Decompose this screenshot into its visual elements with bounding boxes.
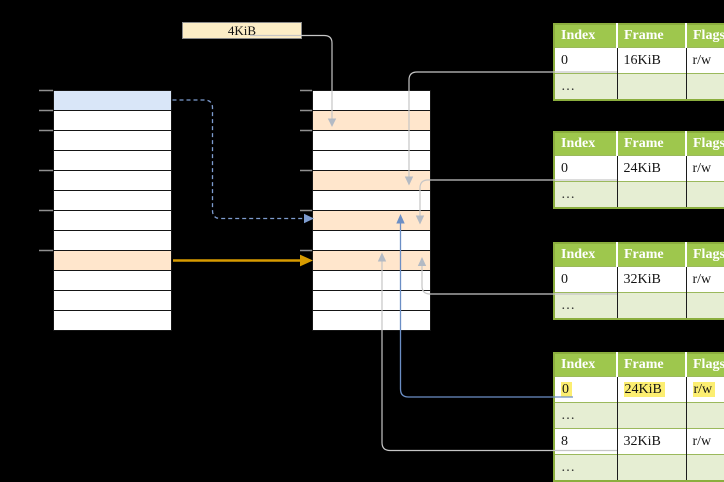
table-cell: r/w xyxy=(686,155,724,182)
table-row: … xyxy=(554,73,724,100)
memory-row-blue xyxy=(54,91,171,111)
column-header: Index xyxy=(554,353,618,377)
table-cell: r/w xyxy=(686,266,724,293)
table-row: 0 24KiB r/w xyxy=(554,376,724,403)
table-cell: 24KiB xyxy=(617,155,687,182)
column-header: Index xyxy=(554,243,618,267)
table-row: … xyxy=(554,181,724,208)
highlighted-value: r/w xyxy=(692,381,716,397)
table-cell: 32KiB xyxy=(617,428,687,455)
table-cell xyxy=(617,454,687,481)
memory-row-white xyxy=(54,151,171,171)
column-header: Frame xyxy=(617,132,687,156)
memory-row-orange xyxy=(313,171,430,191)
table-row: … xyxy=(554,454,724,481)
arrow-virtual-page-dashed xyxy=(172,99,314,224)
column-header: Index xyxy=(554,132,618,156)
memory-row-white xyxy=(313,311,430,330)
memory-row-white xyxy=(313,271,430,291)
table-cell xyxy=(617,73,687,100)
memory-row-white xyxy=(313,191,430,211)
table-cell: … xyxy=(554,181,618,208)
table-cell: 32KiB xyxy=(617,266,687,293)
table-cell xyxy=(617,181,687,208)
memory-row-white xyxy=(313,91,430,111)
table-row: … xyxy=(554,402,724,429)
virtual-memory-column xyxy=(53,90,172,331)
table-cell: … xyxy=(554,454,618,481)
physical-memory-column xyxy=(312,90,431,331)
memory-row-white xyxy=(313,131,430,151)
table-cell: … xyxy=(554,402,618,429)
page-size-label: 4KiB xyxy=(182,22,302,39)
table-cell: r/w xyxy=(686,428,724,455)
memory-row-white xyxy=(54,231,171,251)
table-cell xyxy=(686,454,724,481)
memory-row-white xyxy=(54,271,171,291)
table-cell: 0 xyxy=(554,376,618,403)
column-header: Frame xyxy=(617,243,687,267)
column-header: Frame xyxy=(617,24,687,48)
memory-row-white xyxy=(54,111,171,131)
column-header: Flags xyxy=(686,24,724,48)
column-header: Flags xyxy=(686,132,724,156)
memory-row-white xyxy=(54,311,171,330)
highlighted-value: 0 xyxy=(561,381,572,397)
memory-row-white xyxy=(54,131,171,151)
table-cell xyxy=(617,402,687,429)
table-row: … xyxy=(554,292,724,319)
memory-row-orange xyxy=(313,111,430,131)
table-cell: 0 xyxy=(554,155,618,182)
memory-row-white xyxy=(54,291,171,311)
table-cell xyxy=(686,181,724,208)
table-cell: 0 xyxy=(554,47,618,74)
table-cell: 16KiB xyxy=(617,47,687,74)
memory-row-orange xyxy=(54,251,171,271)
memory-row-white xyxy=(54,191,171,211)
arrow-virtual-page-orange xyxy=(173,254,313,267)
table-cell: 8 xyxy=(554,428,618,455)
memory-row-orange xyxy=(313,251,430,271)
memory-row-orange xyxy=(313,211,430,231)
memory-row-white xyxy=(54,211,171,231)
column-header: Flags xyxy=(686,353,724,377)
table-cell xyxy=(617,292,687,319)
table-cell: 0 xyxy=(554,266,618,293)
table-cell xyxy=(686,73,724,100)
table-cell: … xyxy=(554,73,618,100)
highlighted-value: 24KiB xyxy=(623,381,665,397)
table-cell xyxy=(686,292,724,319)
table-cell: … xyxy=(554,292,618,319)
table-cell: r/w xyxy=(686,376,724,403)
memory-row-white xyxy=(54,171,171,191)
table-cell: 24KiB xyxy=(617,376,687,403)
table-cell xyxy=(686,402,724,429)
table-cell: r/w xyxy=(686,47,724,74)
column-header: Frame xyxy=(617,353,687,377)
memory-row-white xyxy=(313,291,430,311)
memory-row-white xyxy=(313,231,430,251)
memory-row-white xyxy=(313,151,430,171)
column-header: Index xyxy=(554,24,618,48)
column-header: Flags xyxy=(686,243,724,267)
